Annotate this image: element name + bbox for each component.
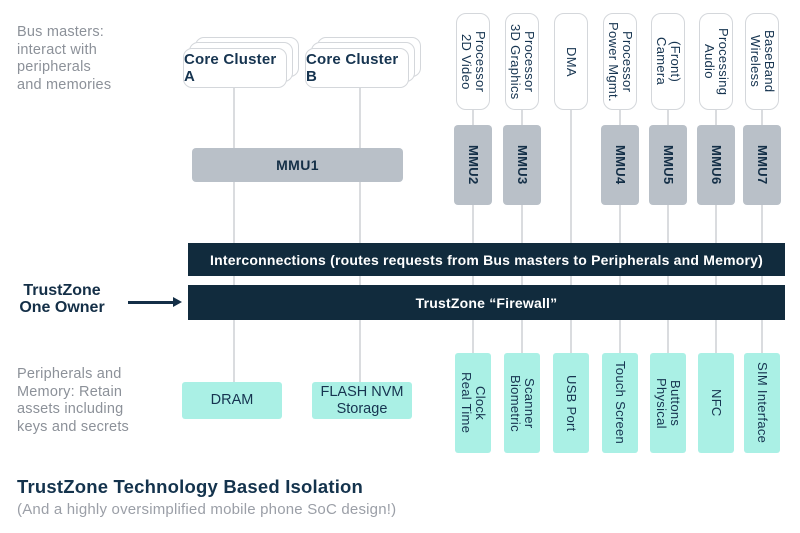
device-label: Camera (Front) bbox=[654, 37, 683, 86]
connector-line bbox=[359, 276, 361, 285]
device-power-mgmt-processor: Power Mgmt. Processor bbox=[603, 13, 637, 110]
connector-line bbox=[570, 320, 572, 353]
device-dma: DMA bbox=[554, 13, 588, 110]
connector-line bbox=[570, 110, 572, 243]
device-camera-front: Camera (Front) bbox=[651, 13, 685, 110]
connector-line bbox=[619, 320, 621, 353]
device-3d-graphics-processor: 3D Graphics Processor bbox=[505, 13, 539, 110]
mmu-label: MMU6 bbox=[709, 145, 724, 185]
core-cluster-a-label: Core Cluster A bbox=[183, 48, 287, 88]
connector-line bbox=[521, 276, 523, 285]
connector-line bbox=[472, 320, 474, 353]
connector-line bbox=[667, 320, 669, 353]
connector-line bbox=[761, 205, 763, 243]
connector-line bbox=[521, 205, 523, 243]
interconnections-bar: Interconnections (routes requests from B… bbox=[188, 243, 785, 276]
flash-nvm-storage-box: FLASH NVM Storage bbox=[312, 382, 412, 419]
connector-line bbox=[359, 88, 361, 148]
connector-line bbox=[761, 276, 763, 285]
arrow-shaft bbox=[128, 301, 174, 304]
mmu3-box: MMU3 bbox=[503, 125, 541, 205]
trustzone-firewall-bar: TrustZone “Firewall” bbox=[188, 285, 785, 320]
device-label: Power Mgmt. Processor bbox=[606, 21, 635, 102]
peripheral-label: USB Port bbox=[564, 374, 579, 432]
connector-line bbox=[761, 110, 763, 125]
connector-line bbox=[667, 276, 669, 285]
mmu-label: MMU2 bbox=[466, 145, 481, 185]
mmu4-box: MMU4 bbox=[601, 125, 639, 205]
peripheral-sim-interface: SIM Interface bbox=[744, 353, 780, 453]
device-label: Wireless BaseBand bbox=[748, 30, 777, 93]
peripheral-physical-buttons: Physical Buttons bbox=[650, 353, 686, 453]
connector-line bbox=[667, 110, 669, 125]
connector-line bbox=[619, 110, 621, 125]
connector-line bbox=[233, 276, 235, 285]
connector-line bbox=[570, 276, 572, 285]
peripheral-usb-port: USB Port bbox=[553, 353, 589, 453]
core-cluster-b-label: Core Cluster B bbox=[305, 48, 409, 88]
device-label: 2D Video Processor bbox=[459, 30, 488, 93]
connector-line bbox=[472, 205, 474, 243]
device-label: Audio Processing bbox=[702, 27, 731, 96]
peripheral-label: NFC bbox=[709, 389, 724, 417]
device-label: DMA bbox=[564, 46, 579, 77]
dram-box: DRAM bbox=[182, 382, 282, 419]
connector-line bbox=[521, 320, 523, 353]
trustzone-one-owner-label: TrustZone One Owner bbox=[19, 282, 105, 316]
mmu-label: MMU3 bbox=[515, 145, 530, 185]
mmu-label: MMU4 bbox=[613, 145, 628, 185]
device-label: 3D Graphics Processor bbox=[508, 23, 537, 100]
connector-line bbox=[233, 88, 235, 148]
peripheral-real-time-clock: Real Time Clock bbox=[455, 353, 491, 453]
mmu1-box: MMU1 bbox=[192, 148, 403, 182]
peripheral-label: Biometric Scanner bbox=[508, 374, 537, 432]
device-wireless-baseband: Wireless BaseBand bbox=[745, 13, 779, 110]
diagram-title: TrustZone Technology Based Isolation bbox=[17, 476, 364, 497]
connector-line bbox=[619, 205, 621, 243]
mmu6-box: MMU6 bbox=[697, 125, 735, 205]
peripheral-label: Touch Screen bbox=[613, 361, 628, 445]
core-cluster-a: Core Cluster A bbox=[183, 37, 299, 88]
connector-line bbox=[359, 182, 361, 243]
mmu-label: MMU5 bbox=[661, 145, 676, 185]
core-cluster-b: Core Cluster B bbox=[305, 37, 421, 88]
device-2d-video-processor: 2D Video Processor bbox=[456, 13, 490, 110]
connector-line bbox=[761, 320, 763, 353]
connector-line bbox=[715, 276, 717, 285]
connector-line bbox=[715, 110, 717, 125]
connector-line bbox=[715, 320, 717, 353]
connector-line bbox=[619, 276, 621, 285]
peripheral-nfc: NFC bbox=[698, 353, 734, 453]
peripheral-label: Real Time Clock bbox=[459, 372, 488, 434]
mmu-label: MMU7 bbox=[755, 145, 770, 185]
connector-line bbox=[472, 110, 474, 125]
device-audio-processing: Audio Processing bbox=[699, 13, 733, 110]
peripherals-memory-note: Peripherals and Memory: Retain assets in… bbox=[17, 366, 129, 435]
peripheral-label: SIM Interface bbox=[755, 362, 770, 444]
peripheral-touch-screen: Touch Screen bbox=[602, 353, 638, 453]
mmu2-box: MMU2 bbox=[454, 125, 492, 205]
peripheral-biometric-scanner: Biometric Scanner bbox=[504, 353, 540, 453]
bus-masters-note: Bus masters: interact with peripherals a… bbox=[17, 24, 112, 93]
arrow-right-icon bbox=[173, 297, 182, 307]
connector-line bbox=[472, 276, 474, 285]
connector-line bbox=[233, 320, 235, 382]
connector-line bbox=[715, 205, 717, 243]
connector-line bbox=[521, 110, 523, 125]
mmu7-box: MMU7 bbox=[743, 125, 781, 205]
peripheral-label: Physical Buttons bbox=[654, 377, 683, 429]
connector-line bbox=[667, 205, 669, 243]
connector-line bbox=[233, 182, 235, 243]
diagram-subtitle: (And a highly oversimplified mobile phon… bbox=[17, 501, 397, 518]
mmu5-box: MMU5 bbox=[649, 125, 687, 205]
connector-line bbox=[359, 320, 361, 382]
